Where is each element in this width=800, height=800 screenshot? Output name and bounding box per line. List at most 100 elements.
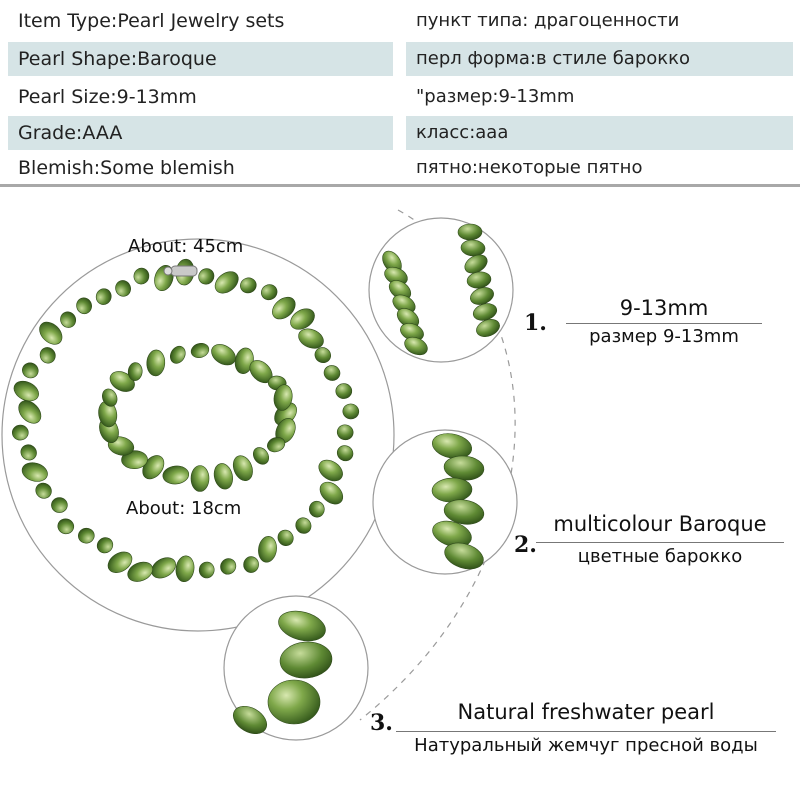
bracelet-image bbox=[98, 343, 297, 492]
detail-circle-3 bbox=[223, 595, 369, 741]
pearl bbox=[272, 296, 296, 320]
divider bbox=[0, 184, 800, 187]
pearl bbox=[211, 344, 236, 366]
pearl bbox=[127, 561, 153, 582]
pearl bbox=[127, 362, 143, 381]
spec-row: Pearl Shape:Baroque перл форма:в стиле б… bbox=[0, 42, 800, 76]
pearl bbox=[78, 527, 95, 544]
spec-row: Pearl Size:9-13mm "размер:9-13mm bbox=[0, 80, 800, 114]
pearl bbox=[298, 328, 324, 349]
pearl bbox=[243, 556, 259, 573]
pearl bbox=[21, 462, 48, 482]
pearl bbox=[431, 433, 473, 459]
pearl bbox=[335, 383, 353, 399]
spec-label: Item Type:Pearl Jewelry sets bbox=[18, 10, 285, 32]
feature-subtitle: Натуральный жемчуг пресной воды bbox=[414, 735, 758, 756]
pearl bbox=[115, 280, 131, 297]
caption-underline bbox=[566, 323, 762, 324]
pearl bbox=[404, 336, 428, 356]
pearl bbox=[220, 558, 237, 575]
pearl bbox=[13, 380, 39, 402]
detail-circle-2 bbox=[372, 429, 518, 575]
spec-label-ru: класс:aaa bbox=[406, 116, 793, 150]
pearl bbox=[170, 345, 186, 364]
pearl bbox=[444, 542, 484, 570]
pearl bbox=[443, 499, 485, 525]
feature-number: 2. bbox=[514, 532, 537, 558]
pearl bbox=[151, 557, 176, 579]
pearl bbox=[107, 551, 133, 573]
feature-title: multicolour Baroque bbox=[553, 512, 767, 536]
spec-row: Blemish:Some blemish пятно:некоторые пят… bbox=[0, 151, 800, 185]
pearl bbox=[51, 497, 68, 513]
pearl bbox=[258, 536, 277, 563]
spec-table: Item Type:Pearl Jewelry sets пункт типа:… bbox=[0, 0, 800, 190]
necklace-length-label: About: 45cm bbox=[128, 236, 244, 257]
pearl bbox=[39, 321, 63, 345]
pearl bbox=[57, 518, 75, 535]
pearl bbox=[314, 347, 331, 364]
pearl bbox=[464, 254, 488, 274]
spec-label-ru: пункт типа: драгоценности bbox=[416, 10, 680, 31]
pearl bbox=[18, 400, 42, 424]
spec-row: Item Type:Pearl Jewelry sets пункт типа:… bbox=[0, 4, 800, 38]
pearl bbox=[278, 610, 326, 642]
bracelet-length-label: About: 18cm bbox=[126, 498, 242, 519]
caption-underline bbox=[536, 542, 784, 543]
pearl bbox=[470, 287, 494, 305]
spec-label-ru: "размер:9-13mm bbox=[416, 86, 575, 107]
pearl bbox=[290, 308, 315, 330]
pearl bbox=[295, 517, 312, 534]
feature-title: 9-13mm bbox=[619, 296, 709, 320]
pearl bbox=[323, 365, 341, 381]
pearl bbox=[198, 561, 215, 579]
pearl bbox=[95, 288, 112, 305]
pearl bbox=[336, 424, 354, 441]
spec-label-ru: перл форма:в стиле барокко bbox=[406, 42, 793, 76]
pearl bbox=[319, 481, 344, 505]
feature-number: 3. bbox=[370, 710, 393, 736]
pearl bbox=[277, 529, 294, 547]
feature-title: Natural freshwater pearl bbox=[457, 700, 715, 724]
pearl bbox=[342, 403, 360, 420]
detail-circle-1 bbox=[368, 217, 514, 363]
pearl bbox=[146, 349, 166, 377]
pearl bbox=[240, 277, 257, 294]
pearl bbox=[60, 311, 77, 328]
pearl bbox=[190, 465, 210, 492]
pearl bbox=[261, 284, 278, 301]
pearl bbox=[252, 447, 270, 465]
feature-number: 1. bbox=[524, 310, 547, 336]
spec-label-ru: пятно:некоторые пятно bbox=[416, 157, 643, 178]
pearl bbox=[308, 500, 325, 518]
pearl bbox=[460, 239, 486, 257]
pearl bbox=[102, 388, 118, 407]
pearl bbox=[279, 641, 333, 679]
pearl bbox=[318, 459, 343, 482]
pearl bbox=[133, 267, 150, 285]
pearl bbox=[109, 371, 135, 392]
spec-label: Blemish:Some blemish bbox=[18, 157, 235, 179]
spec-label: Grade:AAA bbox=[8, 116, 393, 150]
necklace-frame-circle bbox=[1, 238, 395, 632]
spec-label: Pearl Size:9-13mm bbox=[18, 86, 197, 108]
pearl bbox=[476, 319, 500, 337]
pearl bbox=[12, 424, 29, 441]
pearl bbox=[232, 705, 268, 735]
pearl bbox=[35, 482, 52, 499]
pearl bbox=[198, 268, 215, 285]
pearl bbox=[232, 455, 253, 482]
pearl bbox=[273, 384, 293, 411]
necklace-image bbox=[12, 258, 360, 583]
spec-label: Pearl Shape:Baroque bbox=[8, 42, 393, 76]
clasp-icon bbox=[163, 265, 198, 277]
pearl bbox=[267, 437, 286, 453]
pearl bbox=[190, 343, 210, 358]
pearl bbox=[76, 297, 92, 315]
pearl bbox=[162, 465, 190, 485]
caption-underline bbox=[396, 731, 776, 732]
pearl bbox=[336, 445, 354, 462]
pearl bbox=[213, 463, 233, 490]
feature-subtitle: размер 9-13mm bbox=[589, 326, 739, 347]
